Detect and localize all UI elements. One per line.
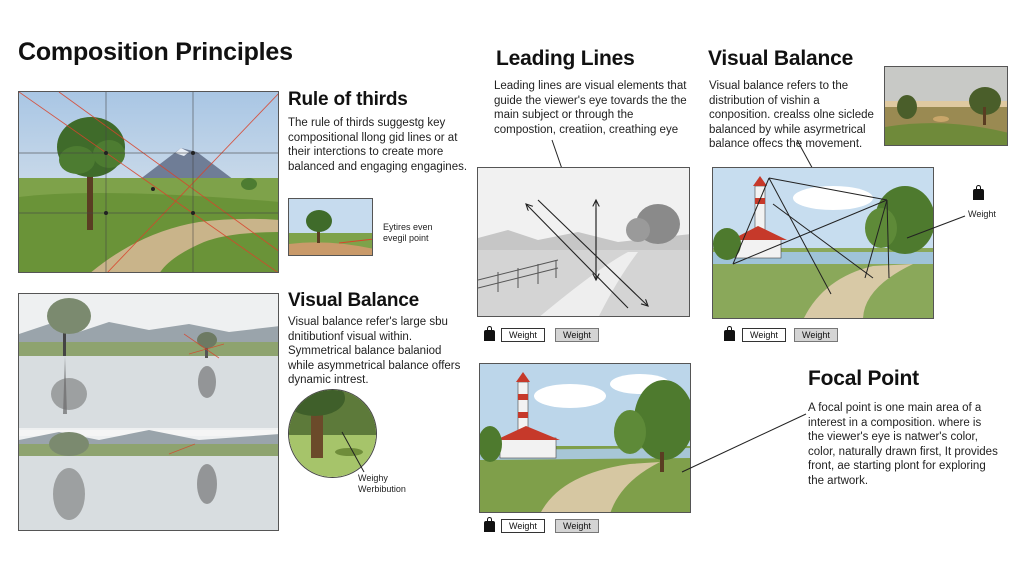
weight-icon xyxy=(973,185,984,200)
focal-point-text: A focal point is one main area of a inte… xyxy=(808,402,998,487)
focal-point-heading: Focal Point xyxy=(808,367,919,390)
weight-chip[interactable]: Weight xyxy=(742,328,786,342)
focal-point-image xyxy=(479,363,691,513)
rule-of-thirds-text: The rule of thirds suggestg key composit… xyxy=(288,117,468,173)
weight-distribution-caption: Weighy Werbibution xyxy=(358,473,406,494)
weight-chip[interactable]: Weight xyxy=(501,519,545,533)
rule-of-thirds-heading: Rule of thirds xyxy=(288,89,408,110)
focal-point-pointer xyxy=(681,413,807,473)
leading-lines-heading: Leading Lines xyxy=(496,47,635,70)
leading-lines-image xyxy=(477,167,690,317)
visual-balance-image xyxy=(18,293,279,531)
weight-icon xyxy=(484,326,495,341)
visual-balance-heading: Visual Balance xyxy=(288,290,419,311)
weight-label: Weight xyxy=(968,209,996,219)
weight-chip[interactable]: Weight xyxy=(794,328,838,342)
weight-chip[interactable]: Weight xyxy=(501,328,545,342)
lighthouse-balance-image xyxy=(712,167,934,319)
rule-of-thirds-thumbnail xyxy=(288,198,373,256)
thumbnail-caption: Eytires even evegil point xyxy=(383,222,433,243)
weight-chip[interactable]: Weight xyxy=(555,519,599,533)
visual-balance-right-text: Visual balance refers to the distributio… xyxy=(709,80,874,150)
caption-pointer-line xyxy=(341,431,365,473)
rule-of-thirds-image xyxy=(18,91,279,273)
weight-icon xyxy=(724,326,735,341)
landscape-thumbnail xyxy=(884,66,1008,146)
weight-icon xyxy=(484,517,495,532)
weight-pointer xyxy=(906,215,966,239)
weight-distribution-circle xyxy=(288,389,377,478)
page-title: Composition Principles xyxy=(18,38,293,66)
visual-balance-text: Visual balance refer's large sbu dnitibu… xyxy=(288,316,461,386)
leading-lines-text: Leading lines are visual elements that g… xyxy=(494,80,687,136)
visual-balance-right-heading: Visual Balance xyxy=(708,47,854,70)
weight-chip[interactable]: Weight xyxy=(555,328,599,342)
